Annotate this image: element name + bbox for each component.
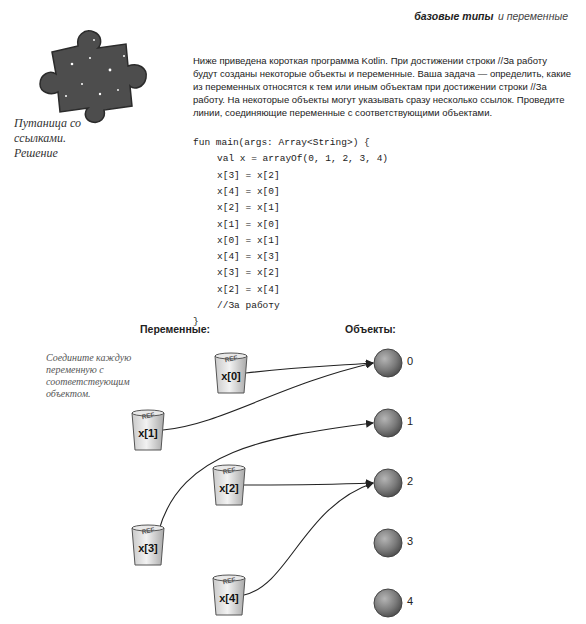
code-line: x[4] = x[3] bbox=[217, 251, 280, 262]
handwritten-note: Соедините каждую переменную с соответств… bbox=[46, 352, 138, 400]
object-ball: 3 bbox=[373, 528, 403, 558]
reference-arrow bbox=[244, 483, 373, 485]
object-value: 4 bbox=[407, 595, 413, 607]
ball-shape bbox=[373, 408, 403, 438]
code-line: x[3] = x[2] bbox=[217, 170, 280, 181]
reference-arrow bbox=[163, 363, 373, 430]
ball bbox=[374, 349, 402, 377]
puzzle-piece bbox=[40, 31, 146, 122]
header-text: базовые типы bbox=[414, 10, 493, 22]
object-value: 3 bbox=[407, 535, 413, 547]
header-text: и переменные bbox=[498, 10, 568, 22]
code-line: x[0] = x[1] bbox=[217, 235, 280, 246]
variable-name: x[0] bbox=[214, 370, 248, 382]
ball-shape bbox=[373, 528, 403, 558]
code-line: x[2] = x[1] bbox=[217, 202, 280, 213]
ball bbox=[374, 469, 402, 497]
reference-cup: REFx[3] bbox=[131, 524, 165, 566]
ball-shape bbox=[373, 468, 403, 498]
variable-name: x[3] bbox=[131, 542, 165, 554]
reference-cup: REFx[2] bbox=[212, 464, 246, 506]
code-line: //За работу bbox=[217, 300, 280, 311]
ball-shape bbox=[373, 348, 403, 378]
reference-cup: REFx[0] bbox=[214, 352, 248, 394]
reference-cup: REFx[4] bbox=[212, 574, 246, 616]
reference-arrow bbox=[159, 423, 373, 530]
code-line: fun main(args: Array<String>) { bbox=[193, 137, 370, 148]
ball-shape bbox=[373, 588, 403, 618]
puzzle-title: Путаница со ссылками. Решение bbox=[14, 116, 94, 161]
object-value: 2 bbox=[407, 475, 413, 487]
variable-name: x[2] bbox=[212, 482, 246, 494]
variable-name: x[4] bbox=[212, 592, 246, 604]
stars bbox=[65, 39, 125, 97]
code-line: x[2] = x[4] bbox=[217, 284, 280, 295]
ball bbox=[374, 409, 402, 437]
object-ball: 0 bbox=[373, 348, 403, 378]
code-line: x[3] = x[2] bbox=[217, 267, 280, 278]
reference-arrow bbox=[244, 483, 373, 595]
spacer bbox=[493, 6, 497, 23]
variable-name: x[1] bbox=[131, 427, 165, 439]
reference-cup: REFx[1] bbox=[131, 409, 165, 451]
object-ball: 1 bbox=[373, 408, 403, 438]
ball bbox=[374, 529, 402, 557]
intro-paragraph: Ниже приведена короткая программа Kotlin… bbox=[193, 54, 571, 119]
object-ball: 2 bbox=[373, 468, 403, 498]
code-line: val x = arrayOf(0, 1, 2, 3, 4) bbox=[217, 153, 388, 164]
object-ball: 4 bbox=[373, 588, 403, 618]
object-value: 1 bbox=[407, 415, 413, 427]
ball bbox=[374, 589, 402, 617]
column-heading: Объекты: bbox=[345, 323, 396, 335]
code-line: x[1] = x[0] bbox=[217, 219, 280, 230]
code-line: x[4] = x[0] bbox=[217, 186, 280, 197]
page-header: базовые типы и переменные bbox=[414, 6, 568, 24]
column-heading: Переменные: bbox=[140, 323, 210, 335]
object-value: 0 bbox=[407, 355, 413, 367]
